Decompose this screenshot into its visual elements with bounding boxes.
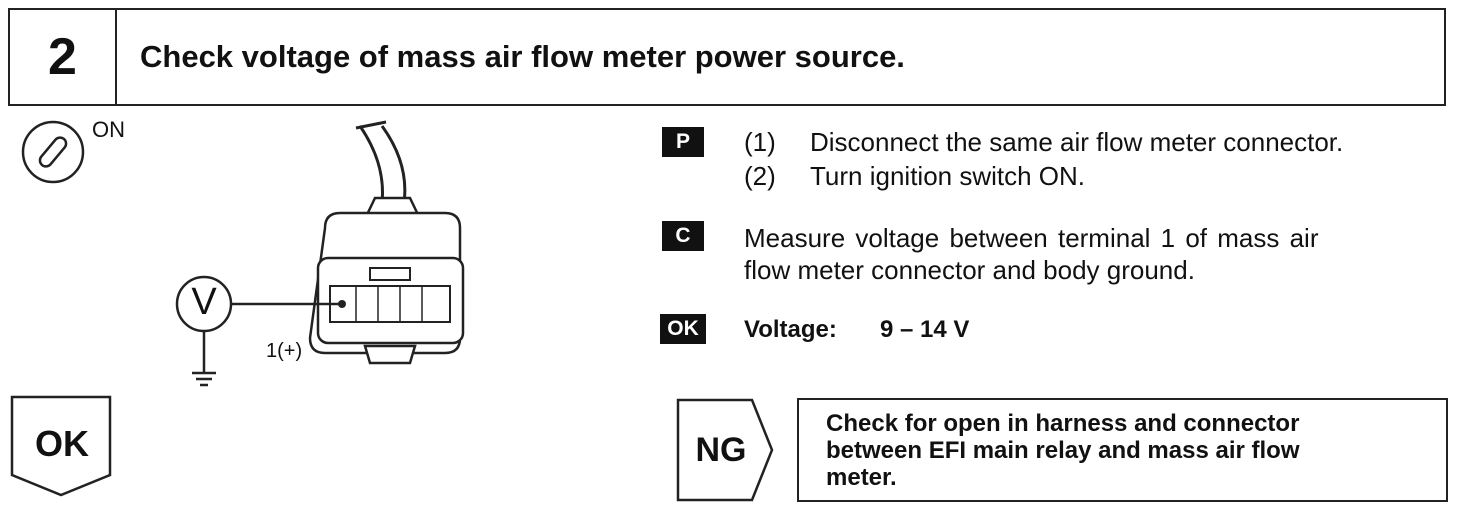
check-line-2: flow meter connector and body ground. — [744, 255, 1195, 285]
ignition-on-label: ON — [92, 117, 125, 142]
ignition-key-icon — [21, 120, 85, 184]
ok-voltage-value: 9 – 14 V — [880, 316, 970, 343]
terminal-label: 1(+) — [266, 340, 303, 362]
voltmeter-symbol: V — [191, 281, 217, 323]
ok-badge: OK — [660, 314, 706, 344]
prep-item-1-text: Disconnect the same air flow meter conne… — [810, 127, 1344, 157]
prep-item-2-text: Turn ignition switch ON. — [810, 161, 1086, 191]
connector-diagram — [175, 120, 465, 387]
step-number: 2 — [10, 10, 117, 104]
ng-action-line-3: meter. — [826, 464, 897, 491]
ok-voltage-label: Voltage: — [744, 316, 837, 343]
ok-branch-arrow — [10, 395, 112, 497]
ng-action-line-2: between EFI main relay and mass air flow — [826, 437, 1300, 464]
ng-action-text: Check for open in harness and connector … — [826, 410, 1300, 491]
prep-badge: P — [662, 127, 704, 157]
ng-action-line-1: Check for open in harness and connector — [826, 410, 1300, 437]
ng-branch-arrow — [676, 398, 774, 502]
step-header: 2 Check voltage of mass air flow meter p… — [8, 8, 1446, 106]
ng-action-box — [797, 398, 1448, 502]
ng-branch-label: NG — [695, 431, 747, 469]
prep-item-1-num: (1) — [744, 127, 776, 157]
step-title: Check voltage of mass air flow meter pow… — [140, 39, 905, 74]
check-badge: C — [662, 221, 704, 251]
ok-branch-label: OK — [35, 423, 89, 464]
prep-item-2-num: (2) — [744, 161, 776, 191]
check-line-1: Measure voltage between terminal 1 of ma… — [744, 223, 1319, 253]
